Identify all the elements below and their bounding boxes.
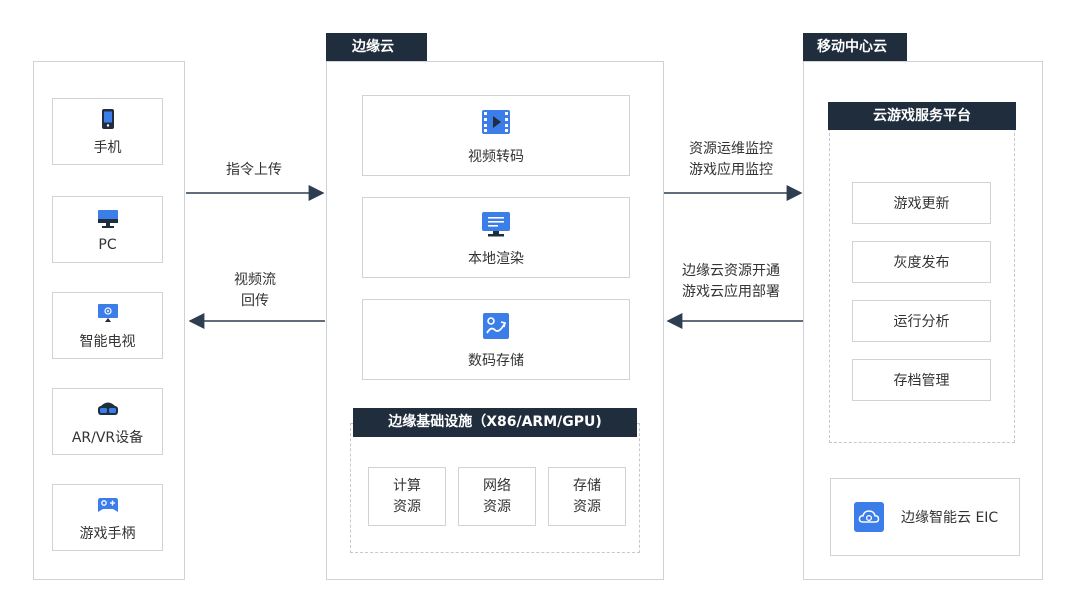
- render-monitor-icon: [482, 211, 510, 236]
- device-phone: 手机: [52, 98, 163, 165]
- platform-title: 云游戏服务平台: [828, 102, 1016, 130]
- monitor-icon: [97, 209, 118, 228]
- flow-label-monitor: 资源运维监控 游戏应用监控: [689, 141, 773, 178]
- cloud-chip-icon: [854, 502, 884, 532]
- gamepad-icon: [97, 497, 118, 512]
- resource-storage: 存储 资源: [548, 467, 626, 526]
- phone-icon: [101, 108, 114, 129]
- platform-item-gray-release: 灰度发布: [852, 241, 991, 283]
- tv-icon: [97, 303, 118, 322]
- device-label: 智能电视: [79, 333, 136, 350]
- service-label: 本地渲染: [468, 250, 524, 267]
- service-video-transcode: 视频转码: [362, 95, 630, 176]
- service-label: 数码存储: [468, 352, 524, 369]
- service-label: 视频转码: [468, 148, 524, 165]
- device-tv: 智能电视: [52, 292, 163, 359]
- device-arvr: AR/VR设备: [52, 388, 163, 455]
- edge-cloud-title: 边缘云: [326, 33, 427, 61]
- video-film-icon: [482, 109, 510, 134]
- device-gamepad: 游戏手柄: [52, 484, 163, 551]
- platform-item-run-analysis: 运行分析: [852, 300, 991, 342]
- resource-compute: 计算 资源: [368, 467, 446, 526]
- service-digital-storage: 数码存储: [362, 299, 630, 380]
- device-label: 游戏手柄: [79, 525, 136, 542]
- service-local-render: 本地渲染: [362, 197, 630, 278]
- device-label: PC: [98, 236, 117, 253]
- eic-box: 边缘智能云 EIC: [830, 478, 1020, 556]
- device-pc: PC: [52, 196, 163, 263]
- platform-item-save-management: 存档管理: [852, 359, 991, 401]
- device-label: 手机: [93, 139, 122, 156]
- infra-title: 边缘基础设施（X86/ARM/GPU): [353, 408, 637, 437]
- storage-icon: [483, 312, 509, 339]
- eic-label: 边缘智能云 EIC: [901, 510, 999, 526]
- flow-label-video-return: 视频流 回传: [234, 272, 276, 309]
- mobile-cloud-title: 移动中心云: [803, 33, 907, 61]
- resource-network: 网络 资源: [458, 467, 536, 526]
- flow-label-cmd-upload: 指令上传: [226, 162, 282, 178]
- platform-item-game-update: 游戏更新: [852, 182, 991, 224]
- vr-headset-icon: [97, 402, 118, 415]
- device-label: AR/VR设备: [71, 429, 144, 446]
- flow-label-deploy: 边缘云资源开通 游戏云应用部署: [682, 263, 780, 300]
